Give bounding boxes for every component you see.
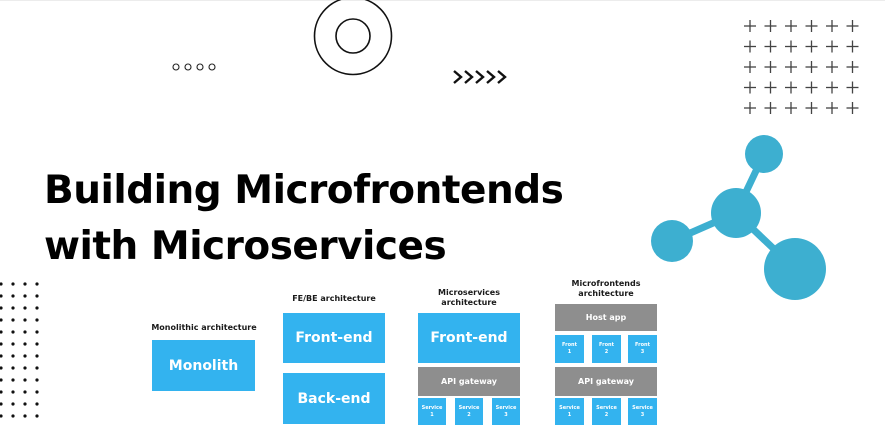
chevrons-icon xyxy=(453,70,507,84)
mf-front-2: Front 2 xyxy=(592,335,621,363)
front-number: 1 xyxy=(567,349,572,355)
ms-service-3: Service 3 xyxy=(492,398,520,425)
ms-api-gateway-block: API gateway xyxy=(418,367,520,396)
molecule-icon xyxy=(651,135,826,300)
ms-service-1: Service 1 xyxy=(418,398,446,425)
mf-service-2: Service 2 xyxy=(592,398,621,425)
ms-frontend-block: Front-end xyxy=(418,313,520,363)
service-number: 1 xyxy=(567,411,572,418)
ms-service-2: Service 2 xyxy=(455,398,483,425)
microservices-label-line-2: architecture xyxy=(441,298,497,307)
febe-label: FE/BE architecture xyxy=(292,294,376,303)
service-name: Service xyxy=(632,404,653,411)
backend-block: Back-end xyxy=(283,373,385,424)
service-name: Service xyxy=(458,404,480,411)
front-number: 3 xyxy=(640,349,645,355)
mf-api-gateway-block: API gateway xyxy=(555,367,657,396)
microservices-label-line-1: Microservices xyxy=(438,288,500,297)
service-number: 2 xyxy=(604,411,609,418)
monolithic-label: Monolithic architecture xyxy=(151,323,257,332)
mf-service-1: Service 1 xyxy=(555,398,584,425)
microfrontends-label-line-2: architecture xyxy=(578,289,634,298)
service-number: 3 xyxy=(504,411,508,418)
frontend-block: Front-end xyxy=(283,313,385,363)
microservices-label: Microservices architecture xyxy=(418,288,520,308)
microfrontends-label: Microfrontends architecture xyxy=(555,279,657,299)
monolith-block: Monolith xyxy=(152,340,255,391)
service-number: 2 xyxy=(467,411,471,418)
service-number: 3 xyxy=(640,411,645,418)
service-name: Service xyxy=(421,404,443,411)
small-circles-icon xyxy=(172,63,216,71)
plus-grid-icon xyxy=(744,20,859,114)
page-title: Building Microfrontends with Microservic… xyxy=(44,163,564,275)
title-line-2: with Microservices xyxy=(44,224,447,269)
microfrontends-label-line-1: Microfrontends xyxy=(571,279,641,288)
title-line-1: Building Microfrontends xyxy=(44,168,564,213)
front-name: Front xyxy=(599,342,614,348)
mf-service-3: Service 3 xyxy=(628,398,657,425)
front-name: Front xyxy=(562,342,577,348)
concentric-circles-icon xyxy=(313,0,393,76)
dot-grid-icon xyxy=(0,282,39,418)
service-name: Service xyxy=(495,404,517,411)
mf-front-1: Front 1 xyxy=(555,335,584,363)
service-name: Service xyxy=(596,404,617,411)
mf-front-3: Front 3 xyxy=(628,335,657,363)
front-name: Front xyxy=(635,342,650,348)
host-app-block: Host app xyxy=(555,304,657,331)
service-name: Service xyxy=(559,404,580,411)
front-number: 2 xyxy=(604,349,609,355)
service-number: 1 xyxy=(430,411,434,418)
